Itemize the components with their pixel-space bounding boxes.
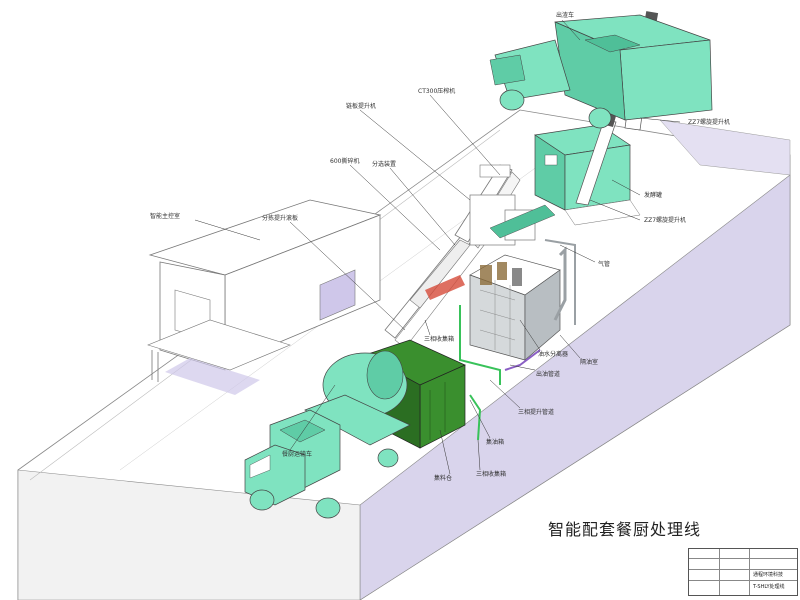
label-waste-truck: 餐厨运输车 bbox=[282, 450, 312, 458]
label-oil-pipe: 出油管道 bbox=[536, 370, 560, 378]
callout-labels: 出渣车 CT300压榨机 链板提升机 ZZ7螺旋提升机 600撕碎机 分选装置 … bbox=[150, 11, 730, 482]
label-truck-top: 出渣车 bbox=[556, 11, 574, 19]
pipes bbox=[459, 239, 576, 441]
label-isolation: 隔油室 bbox=[580, 358, 598, 366]
title-block-subtitle: T-SHLY处理线 bbox=[753, 584, 785, 590]
control-room bbox=[147, 199, 382, 395]
label-three-phase-pipe: 三相提升管道 bbox=[518, 408, 554, 416]
label-collect-box: 集料仓 bbox=[434, 474, 452, 482]
conveyors bbox=[384, 164, 556, 349]
label-screw-lift-2: ZZ7螺旋提升机 bbox=[644, 216, 686, 224]
label-crusher: 600撕碎机 bbox=[330, 157, 359, 165]
label-screw-lift-1: ZZ7螺旋提升机 bbox=[688, 118, 730, 126]
label-chain-conveyor: 链板提升机 bbox=[346, 102, 376, 110]
label-oil-separator: 油水分离器 bbox=[538, 350, 568, 358]
top-truck bbox=[489, 14, 713, 129]
diagram-caption: 智能配套餐厨处理线 bbox=[548, 520, 702, 539]
label-dewater-lift: 分拣提升滚板 bbox=[262, 214, 298, 222]
separator-tank bbox=[469, 254, 561, 361]
label-press: CT300压榨机 bbox=[418, 87, 455, 95]
label-air-pipe: 气管 bbox=[598, 260, 610, 268]
label-fermenter: 发酵罐 bbox=[644, 191, 662, 199]
waste-truck bbox=[244, 350, 411, 519]
title-block: 通程环境科技 T-SHLY处理线 bbox=[688, 548, 798, 596]
label-drum-collect-bottom: 三相收集箱 bbox=[476, 470, 506, 478]
label-oil-tank: 集油箱 bbox=[486, 438, 504, 446]
label-sorting: 分选装置 bbox=[372, 160, 396, 168]
leader-lines bbox=[194, 19, 681, 475]
label-drum-collect-top: 三相收集箱 bbox=[424, 335, 454, 343]
label-control-room: 智能主控室 bbox=[150, 212, 180, 220]
title-block-title: 通程环境科技 bbox=[753, 572, 784, 578]
